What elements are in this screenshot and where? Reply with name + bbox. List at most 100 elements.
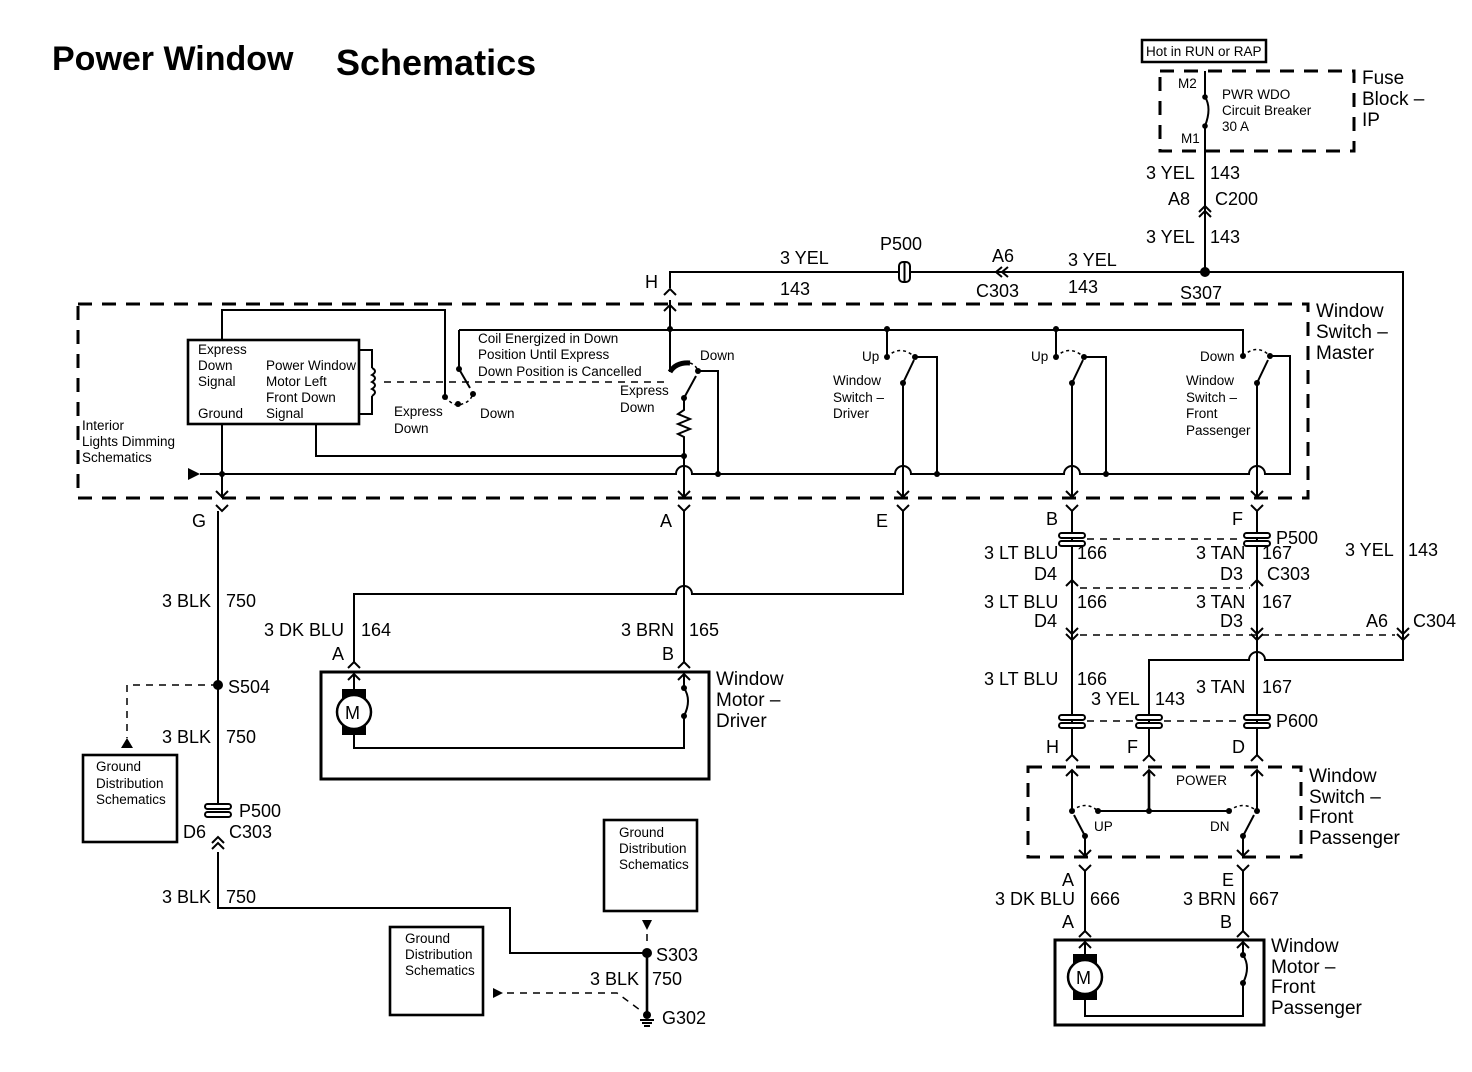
wire-circuit: 750: [226, 887, 256, 907]
motor-internal-wire: [353, 716, 685, 749]
coil-note: Down Position is Cancelled: [478, 364, 642, 379]
wire-circuit: 667: [1249, 889, 1279, 909]
power-source: Hot in RUN or RAP Fuse Block – IP M2 M1 …: [1140, 38, 1425, 303]
passenger-switch-label: Window: [1186, 373, 1234, 388]
wire-color: 3 BRN: [621, 620, 674, 640]
pin-label: D3: [1220, 611, 1243, 631]
switch-label: Front: [1309, 807, 1354, 828]
express-down-switch: [683, 375, 697, 399]
circuit-breaker-icon: [1204, 96, 1210, 127]
title-part1: Power Window: [52, 40, 294, 78]
wire-color: 3 YEL: [1068, 250, 1117, 270]
express-signal-wire: [221, 309, 446, 397]
wire-color: 3 YEL: [1091, 689, 1140, 709]
motor-symbol: M: [1076, 968, 1091, 988]
contact-node: [1069, 380, 1075, 386]
wire-color: 3 YEL: [780, 248, 829, 268]
switch-label: Window: [1309, 766, 1377, 787]
wire-color: 3 LT BLU: [984, 592, 1058, 612]
contact-arc: [689, 362, 699, 372]
coil-note: Coil Energized in Down: [478, 331, 618, 346]
ground-label: G302: [662, 1008, 706, 1028]
connector-name: C303: [976, 281, 1019, 301]
terminal-m1: M1: [1181, 131, 1200, 146]
motor-label: Passenger: [1271, 998, 1363, 1019]
wire-circuit: 143: [1068, 277, 1098, 297]
contact-node: [1082, 833, 1088, 839]
yel-143-wire: [669, 271, 1404, 650]
inline-p600-icon: [1243, 714, 1271, 721]
inline-p600-icon: [1058, 722, 1086, 729]
connector-c304-icon: [1065, 633, 1410, 642]
wire-circuit: 167: [1262, 677, 1292, 697]
pin-label: A: [1062, 870, 1074, 890]
wire-color: 3 BLK: [162, 727, 211, 747]
motor-label: Motor –: [716, 690, 781, 711]
passenger-side: P500 3 LT BLU 166 D4 3 TAN 167 D3 C303 3…: [984, 511, 1456, 1027]
motor-label: Driver: [716, 711, 767, 732]
connector-c303-icon: [211, 835, 225, 850]
coil-icon: [370, 367, 376, 397]
dn-switch-icon: [1242, 814, 1255, 856]
pin-a: A: [660, 511, 672, 531]
inline-label: P600: [1276, 711, 1318, 731]
connector-icon: [1065, 753, 1264, 762]
switch-label: Passenger: [1309, 828, 1401, 849]
ground-node: [643, 1011, 651, 1019]
module-text: Front Down: [266, 390, 336, 405]
inline-label: P500: [1276, 528, 1318, 548]
ref-dash-line: [126, 684, 218, 738]
driver-switch-label: Switch –: [833, 390, 885, 405]
inline-label: P500: [239, 801, 281, 821]
contact-node: [456, 366, 462, 372]
ground-ref-box: [388, 925, 485, 1017]
hot-label: Hot in RUN or RAP: [1146, 44, 1262, 59]
fuse-block-label-2: Block –: [1362, 89, 1425, 110]
pin-label: A6: [1366, 611, 1388, 631]
master-switch-boundary: [76, 302, 1310, 500]
inline-p600-icon: [1243, 722, 1271, 729]
inline-p500-icon: [1058, 532, 1086, 539]
master-label-1: Window: [1316, 301, 1384, 322]
wire-circuit: 165: [689, 620, 719, 640]
wire-circuit: 167: [1262, 543, 1292, 563]
switch-input-wires: [1065, 768, 1264, 811]
connector-pin: D6: [183, 822, 206, 842]
motor-label: Window: [716, 669, 784, 690]
wire-circuit: 166: [1077, 669, 1107, 689]
ref-arrow-icon: [493, 988, 503, 998]
wire-circuit: 143: [1210, 163, 1240, 183]
fuse-block-boundary: [1158, 69, 1356, 153]
ref-arrow-icon: [642, 920, 652, 930]
wire-circuit: 166: [1077, 592, 1107, 612]
pin-label: B: [662, 644, 674, 664]
switch-label: Switch –: [1309, 787, 1381, 808]
wire-color: 3 BRN: [1183, 889, 1236, 909]
junction-node: [681, 453, 687, 459]
ref-box-text: Distribution: [96, 776, 164, 791]
output-connectors-icon: [215, 504, 1264, 513]
contact-arc: [886, 349, 916, 358]
up-switch-icon: [1073, 814, 1086, 856]
breaker-name-1: PWR WDO: [1222, 87, 1290, 102]
feed-line: H 3 YEL 143 P500 A6 C303 3 YEL 143: [645, 234, 1404, 650]
junction-node: [667, 326, 673, 332]
motor-icon: [335, 693, 373, 731]
down-label: Down: [480, 406, 515, 421]
connector-pin: A8: [1168, 189, 1190, 209]
connector-h-icon: [663, 287, 677, 296]
connector-name: C304: [1413, 611, 1456, 631]
passenger-motor-box: [1053, 938, 1266, 1027]
pin-e: E: [876, 511, 888, 531]
motor-label: Window: [1271, 936, 1339, 957]
driver-motor: 3 DK BLU 164 A 3 BRN 165 B M Window Moto…: [264, 511, 904, 781]
dn-label: DN: [1210, 819, 1230, 834]
module-text: Signal: [198, 374, 236, 389]
pin-label: H: [1046, 737, 1059, 757]
down-signal-wire: [315, 424, 684, 457]
pin-label: B: [1220, 912, 1232, 932]
switch-return: [915, 356, 938, 474]
junction-node: [1146, 808, 1152, 814]
thermal-breaker-icon: [683, 687, 689, 717]
